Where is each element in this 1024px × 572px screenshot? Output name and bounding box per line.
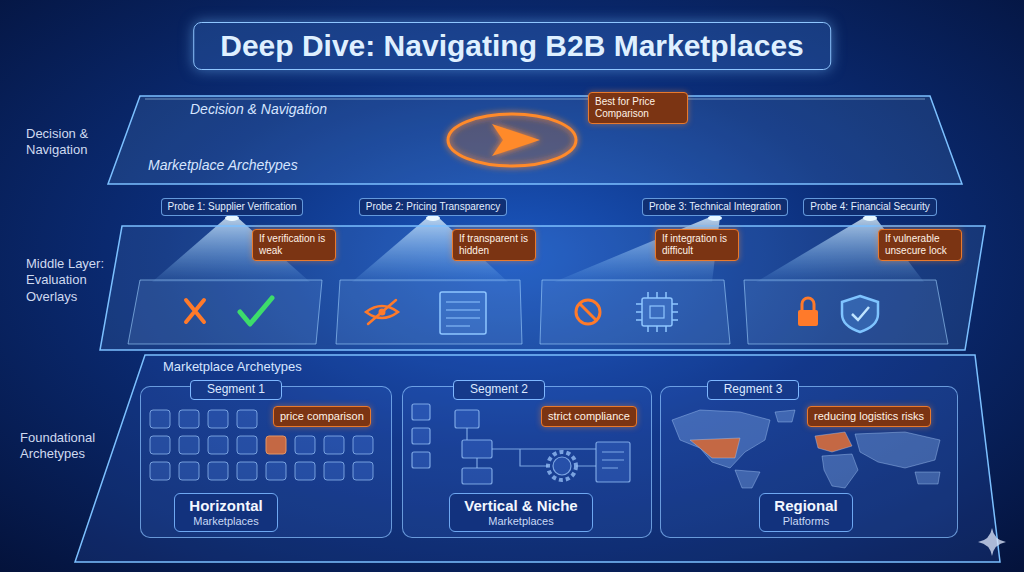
lock-icon (798, 310, 818, 326)
chip-core (650, 306, 664, 318)
callout-note: strict compliance (541, 406, 637, 427)
archetype-label: HorizontalMarketplaces (174, 493, 277, 532)
side-label: Middle Layer: Evaluation Overlays (26, 256, 116, 305)
node-text: strict compliance (548, 410, 630, 423)
layer-heading: Marketplace Archetypes (163, 359, 302, 374)
eye-slash (368, 300, 396, 324)
node-text: Probe 2: Pricing Transparency (366, 201, 501, 213)
node-text: If vulnerable unsecure lock (885, 233, 955, 257)
callout-note: reducing logistics risks (807, 406, 931, 427)
node-text: price comparison (280, 410, 364, 423)
shield-check (852, 307, 869, 320)
glass-panel (75, 355, 1000, 562)
panel-heading: Decision & Navigation (190, 101, 327, 117)
overlay-card (744, 280, 948, 344)
node-text: If transparent is hidden (459, 233, 529, 257)
node-text: Probe 1: Supplier Verification (168, 201, 297, 213)
side-label: Foundational Archetypes (20, 430, 110, 463)
node-text: Probe 3: Technical Integration (649, 201, 781, 213)
layer-panel: Decision & NavigationMarketplace Archety… (108, 96, 960, 184)
callout-note: If transparent is hidden (452, 229, 536, 261)
probe-tag: Probe 3: Technical Integration (642, 198, 788, 216)
node-text: If verification is weak (259, 233, 329, 257)
name-main: Regional (774, 497, 837, 515)
navigation-button (448, 114, 576, 166)
cross-icon (186, 300, 204, 322)
node-text: If integration is difficult (662, 233, 732, 257)
overlay-card (540, 280, 730, 344)
callout-note: price comparison (273, 406, 371, 427)
chip-icon (642, 298, 672, 326)
callout-note: If vulnerable unsecure lock (878, 229, 962, 261)
archetype-label: Vertical & NicheMarketplaces (449, 493, 592, 532)
segment-box: Segment 1price comparisonHorizontalMarke… (140, 386, 392, 538)
lock-shackle (802, 298, 814, 310)
sparkle-watermark (978, 528, 1006, 556)
check-icon (240, 298, 272, 324)
panel-highlight (145, 99, 925, 100)
chip-pins (636, 292, 678, 332)
block-slash (580, 304, 596, 320)
segment-box: Regment 3reducing logistics risksRegiona… (660, 386, 958, 538)
name-main: Vertical & Niche (464, 497, 577, 515)
document-lines (446, 302, 480, 326)
name-sub: Marketplaces (189, 515, 262, 528)
segment-tab: Regment 3 (707, 380, 800, 400)
title-banner: Deep Dive: Navigating B2B Marketplaces (193, 22, 831, 70)
segment-box: Segment 2strict complianceVertical & Nic… (402, 386, 652, 538)
segment-tab: Segment 2 (453, 380, 545, 400)
shield-icon (842, 296, 878, 332)
glass-panel (108, 96, 962, 184)
glass-panel (100, 226, 985, 350)
panel-heading: Marketplace Archetypes (148, 157, 298, 173)
node-text: Best for Price Comparison (595, 96, 681, 120)
probe-tag: Probe 4: Financial Security (803, 198, 937, 216)
node-text: Probe 4: Financial Security (810, 201, 930, 213)
probe-tag: Probe 1: Supplier Verification (161, 198, 304, 216)
callout-note: If integration is difficult (655, 229, 739, 261)
overlay-card (336, 280, 522, 344)
probe-tag: Probe 2: Pricing Transparency (359, 198, 508, 216)
side-label: Decision & Navigation (26, 126, 116, 159)
callout-note: If verification is weak (252, 229, 336, 261)
archetype-label: RegionalPlatforms (759, 493, 852, 532)
block-icon (576, 300, 600, 324)
name-sub: Platforms (774, 515, 837, 528)
play-arrow (492, 124, 540, 156)
layer-panel: Marketplace ArchetypesSegment 1 price com… (75, 355, 1000, 562)
segment-tab: Segment 1 (190, 380, 282, 400)
name-main: Horizontal (189, 497, 262, 515)
document-icon (440, 292, 486, 334)
name-sub: Marketplaces (464, 515, 577, 528)
callout-note: Best for Price Comparison (588, 92, 688, 124)
button-ring (448, 114, 576, 166)
node-text: reducing logistics risks (814, 410, 924, 423)
overlay-card (128, 280, 322, 344)
